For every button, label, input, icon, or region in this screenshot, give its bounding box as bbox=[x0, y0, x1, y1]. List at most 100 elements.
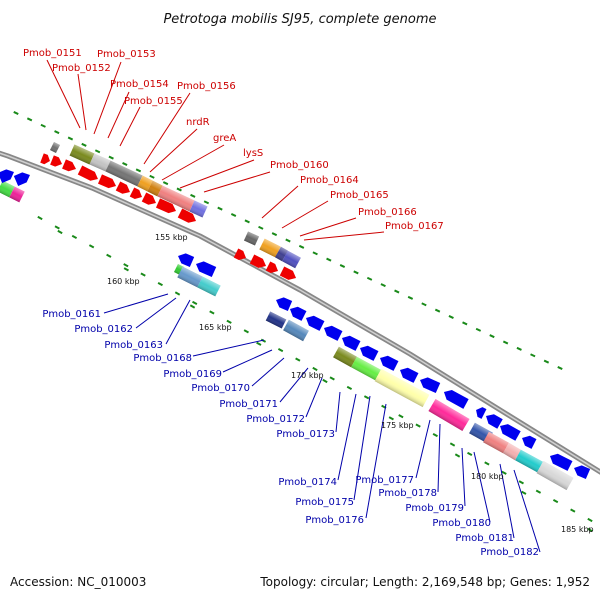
gene-arrow bbox=[323, 325, 343, 341]
tick-mark bbox=[243, 329, 249, 334]
gene-arrow bbox=[341, 335, 361, 351]
gene-label[interactable]: Pmob_0152 bbox=[52, 63, 111, 74]
gene-label[interactable]: Pmob_0176 bbox=[305, 515, 364, 526]
tick-mark bbox=[535, 489, 542, 494]
gene-label[interactable]: nrdR bbox=[186, 117, 210, 128]
tick-mark bbox=[521, 490, 527, 495]
tick-mark bbox=[388, 416, 394, 421]
tick-mark bbox=[329, 376, 335, 381]
gene-label[interactable]: Pmob_0165 bbox=[330, 190, 389, 201]
gene-label[interactable]: Pmob_0173 bbox=[276, 429, 335, 440]
gene-arrow bbox=[177, 208, 197, 223]
leader-line bbox=[473, 451, 491, 523]
kbp-label: 180 kbp bbox=[471, 472, 504, 481]
gene-label[interactable]: Pmob_0162 bbox=[74, 324, 133, 335]
tick-mark bbox=[366, 276, 373, 281]
gene-arrow bbox=[77, 165, 98, 181]
leader-line bbox=[261, 185, 299, 219]
forward-gene-labels: Pmob_0151 Pmob_0152 Pmob_0153 Pmob_0154 … bbox=[23, 48, 444, 232]
gene-tile bbox=[502, 442, 522, 461]
gene-label[interactable]: greA bbox=[213, 133, 236, 144]
gene-tile-shade bbox=[536, 460, 574, 491]
gene-label[interactable]: Pmob_0163 bbox=[104, 340, 163, 351]
gene-arrow bbox=[129, 187, 143, 199]
tick-mark bbox=[489, 334, 495, 339]
tick-mark bbox=[190, 193, 196, 198]
tick-mark bbox=[123, 263, 129, 268]
gene-arrow bbox=[196, 261, 217, 278]
tick-mark bbox=[106, 253, 112, 258]
gene-tile bbox=[275, 246, 289, 262]
gene-tile bbox=[351, 356, 381, 381]
gene-tile bbox=[49, 141, 61, 154]
leader-line bbox=[499, 463, 515, 539]
gene-tile-shade bbox=[275, 246, 289, 262]
tick-mark bbox=[260, 338, 267, 343]
gene-label[interactable]: Pmob_0170 bbox=[191, 383, 250, 394]
gene-label[interactable]: Pmob_0161 bbox=[42, 309, 101, 320]
tick-mark bbox=[258, 225, 264, 230]
gene-label[interactable]: Pmob_0169 bbox=[163, 369, 222, 380]
gene-arrows bbox=[0, 153, 591, 480]
gene-label[interactable]: Pmob_0166 bbox=[358, 207, 417, 218]
gene-label[interactable]: Pmob_0171 bbox=[219, 399, 278, 410]
leader-line bbox=[179, 159, 255, 189]
gene-arrow bbox=[233, 248, 247, 260]
gene-label[interactable]: Pmob_0182 bbox=[480, 547, 539, 558]
gene-tile-shade bbox=[69, 144, 95, 165]
tick-mark bbox=[57, 229, 63, 235]
gene-arrow bbox=[443, 390, 469, 409]
tick-mark bbox=[552, 499, 559, 504]
leader-line bbox=[461, 447, 466, 507]
gene-tile bbox=[69, 144, 95, 165]
gene-label[interactable]: Pmob_0160 bbox=[270, 160, 329, 171]
gene-label[interactable]: Pmob_0167 bbox=[385, 221, 444, 232]
tick-mark bbox=[123, 267, 129, 272]
tick-mark bbox=[501, 470, 507, 475]
gene-tile-shade bbox=[177, 266, 203, 288]
gene-label[interactable]: Pmob_0168 bbox=[133, 353, 192, 364]
gene-tile-shade bbox=[197, 276, 221, 297]
gene-label[interactable]: Pmob_0156 bbox=[177, 81, 236, 92]
kbp-label: 165 kbp bbox=[199, 323, 232, 332]
tick-mark bbox=[312, 251, 318, 256]
tick-mark bbox=[467, 451, 473, 456]
gene-label[interactable]: Pmob_0151 bbox=[23, 48, 82, 59]
gene-label[interactable]: Pmob_0175 bbox=[295, 497, 354, 508]
gene-label[interactable]: Pmob_0153 bbox=[97, 49, 156, 60]
tick-mark bbox=[346, 385, 353, 390]
gene-label[interactable]: Pmob_0181 bbox=[455, 533, 514, 544]
gene-arrow bbox=[476, 407, 487, 419]
leader-line bbox=[103, 293, 169, 314]
gene-label[interactable]: Pmob_0174 bbox=[278, 477, 337, 488]
gene-label[interactable]: Pmob_0179 bbox=[405, 503, 464, 514]
leader-line bbox=[513, 469, 541, 553]
gene-label[interactable]: Pmob_0172 bbox=[246, 414, 305, 425]
leader-line bbox=[149, 128, 198, 173]
gene-label[interactable]: Pmob_0155 bbox=[124, 96, 183, 107]
gene-tile bbox=[105, 160, 143, 187]
gene-label[interactable]: Pmob_0164 bbox=[300, 175, 359, 186]
gene-tile bbox=[173, 263, 185, 276]
tick-mark bbox=[217, 206, 223, 211]
gene-label[interactable]: lysS bbox=[243, 148, 263, 159]
leader-line bbox=[337, 393, 357, 481]
gene-arrow bbox=[40, 153, 50, 165]
tick-mark bbox=[394, 289, 400, 294]
gene-label[interactable]: Pmob_0154 bbox=[110, 79, 169, 90]
gene-tile-shade bbox=[265, 311, 287, 329]
gene-tile-shade bbox=[502, 442, 522, 461]
gene-label[interactable]: Pmob_0180 bbox=[432, 518, 491, 529]
gene-tile-shade bbox=[515, 449, 543, 473]
gene-label[interactable]: Pmob_0177 bbox=[355, 475, 414, 486]
gene-arrow bbox=[399, 367, 419, 383]
gene-arrow bbox=[486, 414, 503, 429]
gene-label[interactable]: Pmob_0178 bbox=[378, 488, 437, 499]
leader-line bbox=[107, 91, 130, 139]
tick-mark bbox=[192, 300, 198, 305]
gene-tile bbox=[259, 238, 281, 258]
tick-mark bbox=[162, 181, 169, 186]
gene-arrow bbox=[50, 155, 63, 167]
gene-tile-shade bbox=[105, 160, 143, 187]
